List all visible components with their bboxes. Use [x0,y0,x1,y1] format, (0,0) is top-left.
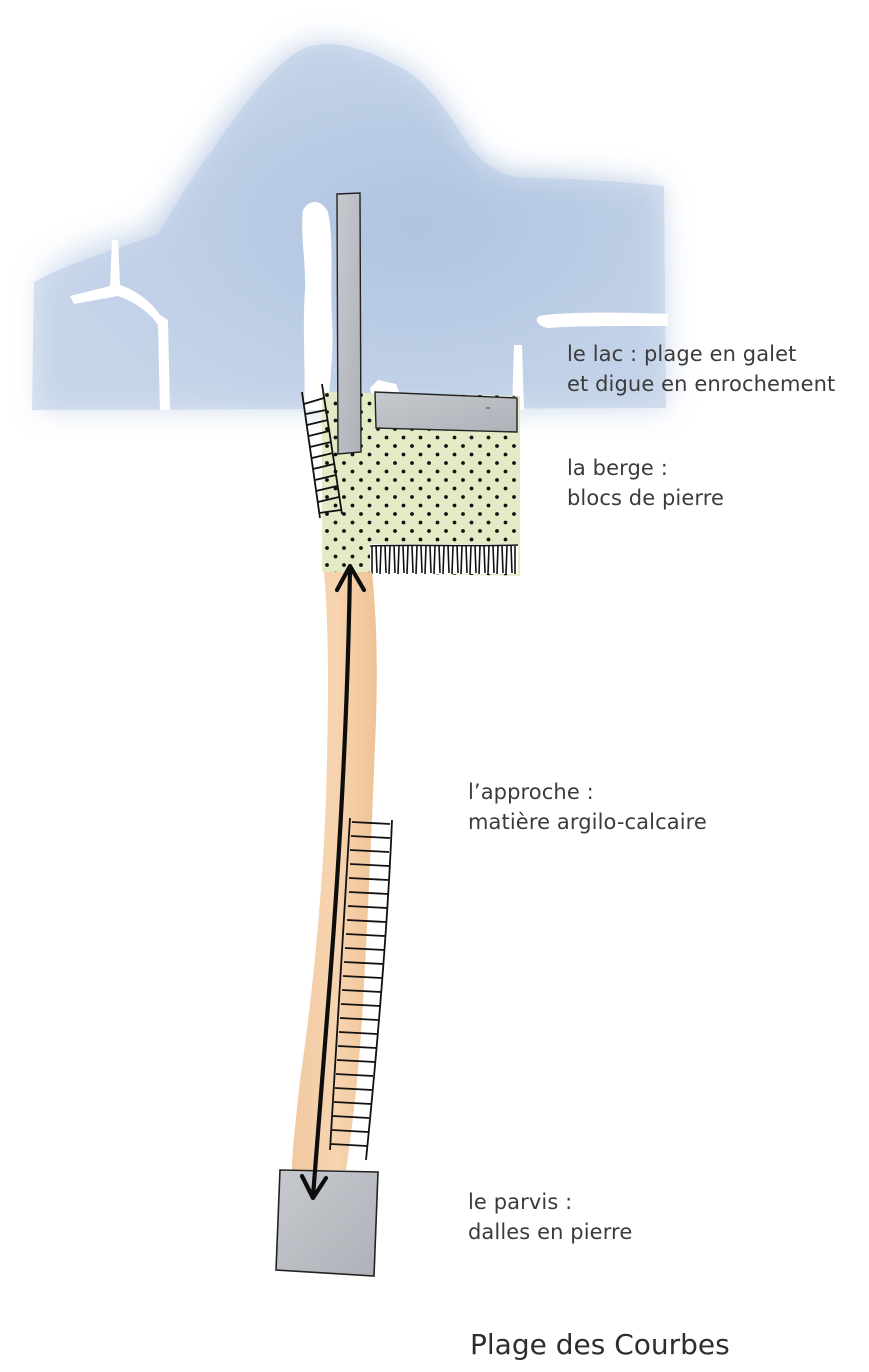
bank-label-line2: blocs de pierre [567,486,725,510]
bank-area [322,392,520,576]
lake-label: le lac : plage en galet et digue en enro… [567,339,835,399]
parvis-label-line2: dalles en pierre [468,1220,633,1244]
approach-label-line2: matière argilo-calcaire [468,810,707,834]
lake-label-line2: et digue en enrochement [567,372,836,396]
jetty [336,192,518,455]
diagram-title: Plage des Courbes [470,1328,730,1361]
parvis-slab [275,1169,379,1277]
approach-label: l’approche : matière argilo-calcaire [468,777,707,837]
approach-label-line1: l’approche : [468,780,594,804]
bank-label: la berge : blocs de pierre [567,453,724,513]
route-arrow [299,563,367,1201]
bank-label-line1: la berge : [567,456,668,480]
lake-label-line1: le lac : plage en galet [567,342,797,366]
parvis-label: le parvis : dalles en pierre [468,1187,632,1247]
bank-ladder [301,383,343,519]
approach-path [292,572,393,1170]
parvis-label-line1: le parvis : [468,1190,573,1214]
